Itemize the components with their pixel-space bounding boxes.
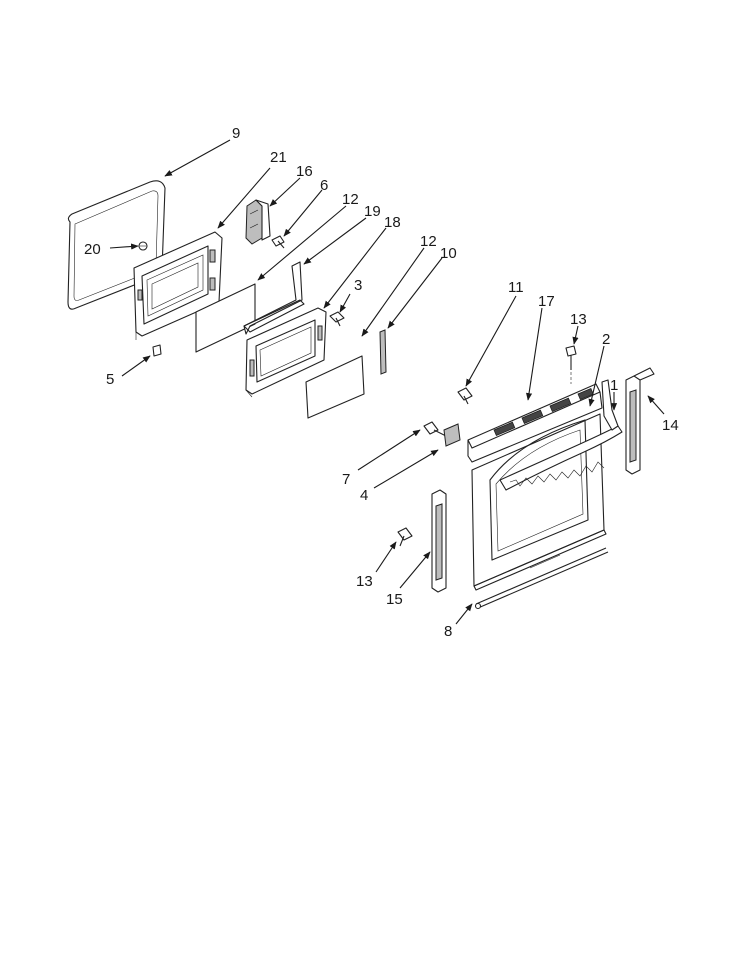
callout-13-lower: 13 bbox=[356, 573, 373, 590]
hinge-receiver-part bbox=[443, 423, 461, 447]
callout-4: 4 bbox=[360, 487, 368, 504]
door-liner-frame-part bbox=[245, 307, 327, 398]
vent-screw-part bbox=[457, 387, 473, 405]
callout-16: 16 bbox=[296, 163, 313, 180]
callout-17: 17 bbox=[538, 293, 555, 310]
callout-10: 10 bbox=[440, 245, 457, 262]
hinge-receiver-screw-part bbox=[423, 421, 447, 437]
callout-labels: 9 21 16 6 12 19 18 12 10 20 3 5 11 17 13… bbox=[84, 125, 679, 640]
right-side-trim-part bbox=[625, 367, 655, 475]
vent-channel-part bbox=[243, 261, 305, 335]
left-side-trim-part bbox=[431, 489, 447, 593]
door-handle-part bbox=[499, 379, 623, 491]
callout-12-upper: 12 bbox=[342, 191, 359, 208]
callout-3: 3 bbox=[354, 277, 362, 294]
trim-screw-upper-part bbox=[565, 345, 577, 384]
gasket-screw-part bbox=[138, 241, 148, 251]
callout-8: 8 bbox=[444, 623, 452, 640]
trim-screw-lower-part bbox=[397, 527, 413, 547]
callout-6: 6 bbox=[320, 177, 328, 194]
callout-15: 15 bbox=[386, 591, 403, 608]
callout-2: 2 bbox=[602, 331, 610, 348]
callout-18: 18 bbox=[384, 214, 401, 231]
callout-9: 9 bbox=[232, 125, 240, 142]
callout-11: 11 bbox=[508, 279, 524, 296]
door-clip-part bbox=[152, 344, 162, 357]
door-vent-trim-part bbox=[467, 383, 603, 463]
callout-5: 5 bbox=[106, 371, 114, 388]
callout-7: 7 bbox=[342, 471, 350, 488]
bottom-trim-part bbox=[474, 547, 609, 610]
callout-1: 1 bbox=[610, 377, 618, 394]
callout-12-lower: 12 bbox=[420, 233, 437, 250]
callout-21: 21 bbox=[270, 149, 287, 166]
glass-seal-strip-part bbox=[379, 329, 387, 375]
hinge-bracket-part bbox=[245, 199, 271, 245]
callout-20: 20 bbox=[84, 241, 101, 258]
leader-lines bbox=[109, 139, 665, 625]
door-glass-lower-part bbox=[305, 355, 365, 419]
callout-19: 19 bbox=[364, 203, 381, 220]
hinge-screw-part bbox=[271, 235, 285, 249]
liner-screw-part bbox=[329, 311, 345, 327]
callout-14: 14 bbox=[662, 417, 679, 434]
callout-13-upper: 13 bbox=[570, 311, 587, 328]
